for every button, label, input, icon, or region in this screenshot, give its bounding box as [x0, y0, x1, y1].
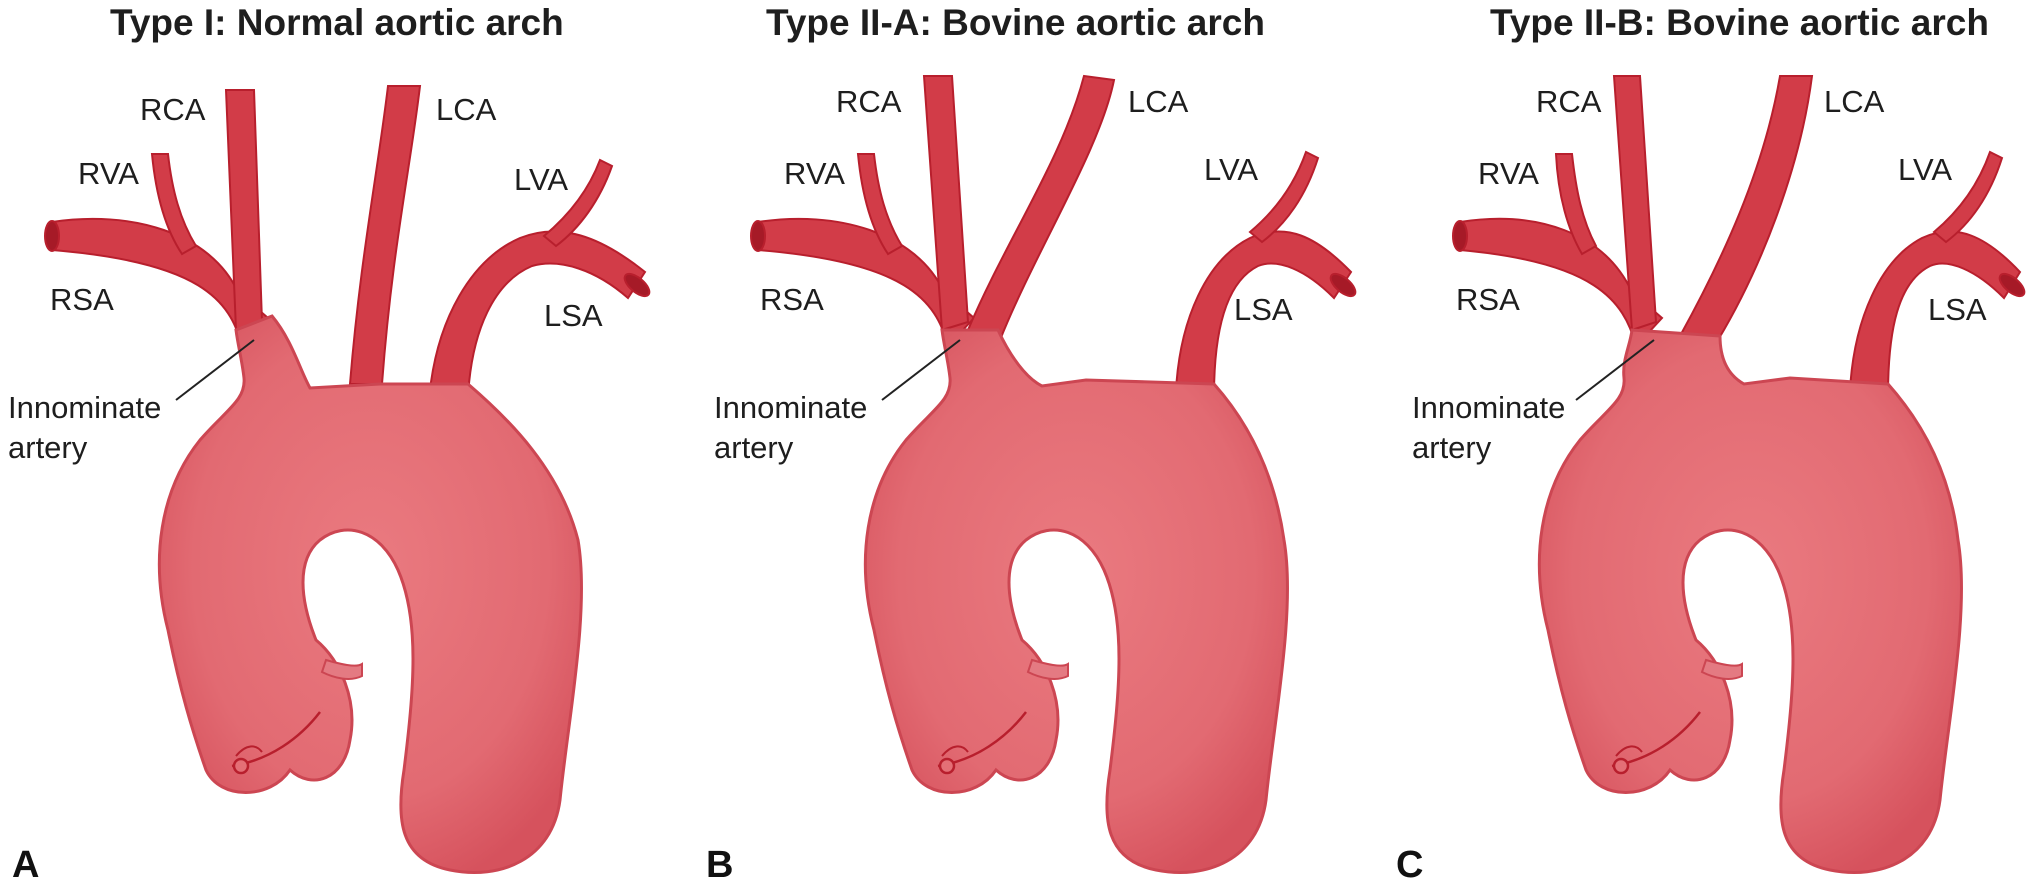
right-vertebral-artery — [150, 153, 198, 256]
panel-a: Type I: Normal aortic arch RCA — [0, 0, 680, 888]
aortic-arch-illustration — [44, 85, 651, 874]
panel-c: Type II-B: Bovine aortic arch RCA LCA RV… — [1360, 0, 2040, 888]
label-rsa: RSA — [50, 282, 114, 317]
right-vertebral-artery — [1554, 153, 1598, 256]
panel-b: Type II-A: Bovine aortic arch RCA LCA RV… — [706, 0, 1386, 888]
right-carotid-artery — [922, 75, 970, 332]
panel-letter: A — [12, 844, 40, 886]
aortic-arch-illustration — [750, 74, 1357, 874]
coronary-vessel — [1615, 745, 1643, 757]
label-artery: artery — [1412, 430, 1492, 465]
aortic-arch — [863, 328, 1289, 874]
label-innominate: Innominate — [1412, 390, 1566, 425]
left-vertebral-artery — [1248, 150, 1320, 244]
coronary-ostium — [1612, 757, 1630, 775]
label-lva: LVA — [1898, 152, 1952, 187]
label-artery: artery — [8, 430, 88, 465]
coronary-artery — [1026, 658, 1069, 680]
left-subclavian-artery — [1848, 230, 2022, 398]
label-innominate: Innominate — [714, 390, 868, 425]
label-lva: LVA — [1204, 152, 1258, 187]
aortic-arch-illustration — [1452, 75, 2026, 874]
aortic-arch — [157, 314, 583, 874]
coronary-vessel — [941, 745, 969, 757]
label-rsa: RSA — [760, 282, 824, 317]
label-rva: RVA — [784, 156, 845, 191]
coronary-ostium — [938, 757, 956, 775]
right-subclavian-opening — [44, 220, 60, 252]
coronary-artery — [1700, 658, 1743, 680]
label-lva: LVA — [514, 162, 568, 197]
label-lsa: LSA — [1234, 292, 1293, 327]
coronary-artery — [320, 658, 363, 680]
label-rva: RVA — [78, 156, 139, 191]
label-rca: RCA — [836, 84, 902, 119]
coronary-ostium — [232, 757, 250, 775]
label-lca: LCA — [1824, 84, 1885, 119]
innominate-leader-line — [1575, 339, 1655, 401]
label-lsa: LSA — [1928, 292, 1987, 327]
panel-letter: B — [706, 844, 734, 886]
left-carotid-artery — [966, 74, 1116, 342]
left-subclavian-opening — [1329, 272, 1357, 298]
label-innominate: Innominate — [8, 390, 162, 425]
left-carotid-artery — [1678, 75, 1814, 342]
aortic-arch — [1537, 328, 1963, 874]
label-artery: artery — [714, 430, 794, 465]
right-vertebral-artery — [856, 153, 904, 256]
left-subclavian-artery — [1174, 230, 1353, 398]
label-lca: LCA — [1128, 84, 1189, 119]
label-rva: RVA — [1478, 156, 1539, 191]
right-subclavian-opening — [750, 220, 766, 252]
left-subclavian-opening — [623, 272, 651, 298]
left-vertebral-artery — [1932, 150, 2004, 244]
innominate-leader-line — [881, 339, 961, 401]
label-rca: RCA — [140, 92, 206, 127]
label-rca: RCA — [1536, 84, 1602, 119]
innominate-leader-line — [175, 339, 255, 401]
label-lca: LCA — [436, 92, 497, 127]
left-vertebral-artery — [542, 158, 614, 248]
label-rsa: RSA — [1456, 282, 1520, 317]
left-subclavian-opening — [1998, 272, 2026, 298]
panel-title: Type I: Normal aortic arch — [110, 2, 564, 43]
panel-letter: C — [1396, 844, 1424, 886]
coronary-vessel — [235, 745, 263, 757]
panel-title: Type II-B: Bovine aortic arch — [1490, 2, 1989, 43]
right-subclavian-opening — [1452, 220, 1468, 252]
right-carotid-artery — [1612, 75, 1658, 332]
panel-title: Type II-A: Bovine aortic arch — [766, 2, 1265, 43]
left-subclavian-artery — [428, 230, 647, 398]
label-lsa: LSA — [544, 298, 603, 333]
left-carotid-artery — [348, 85, 422, 385]
